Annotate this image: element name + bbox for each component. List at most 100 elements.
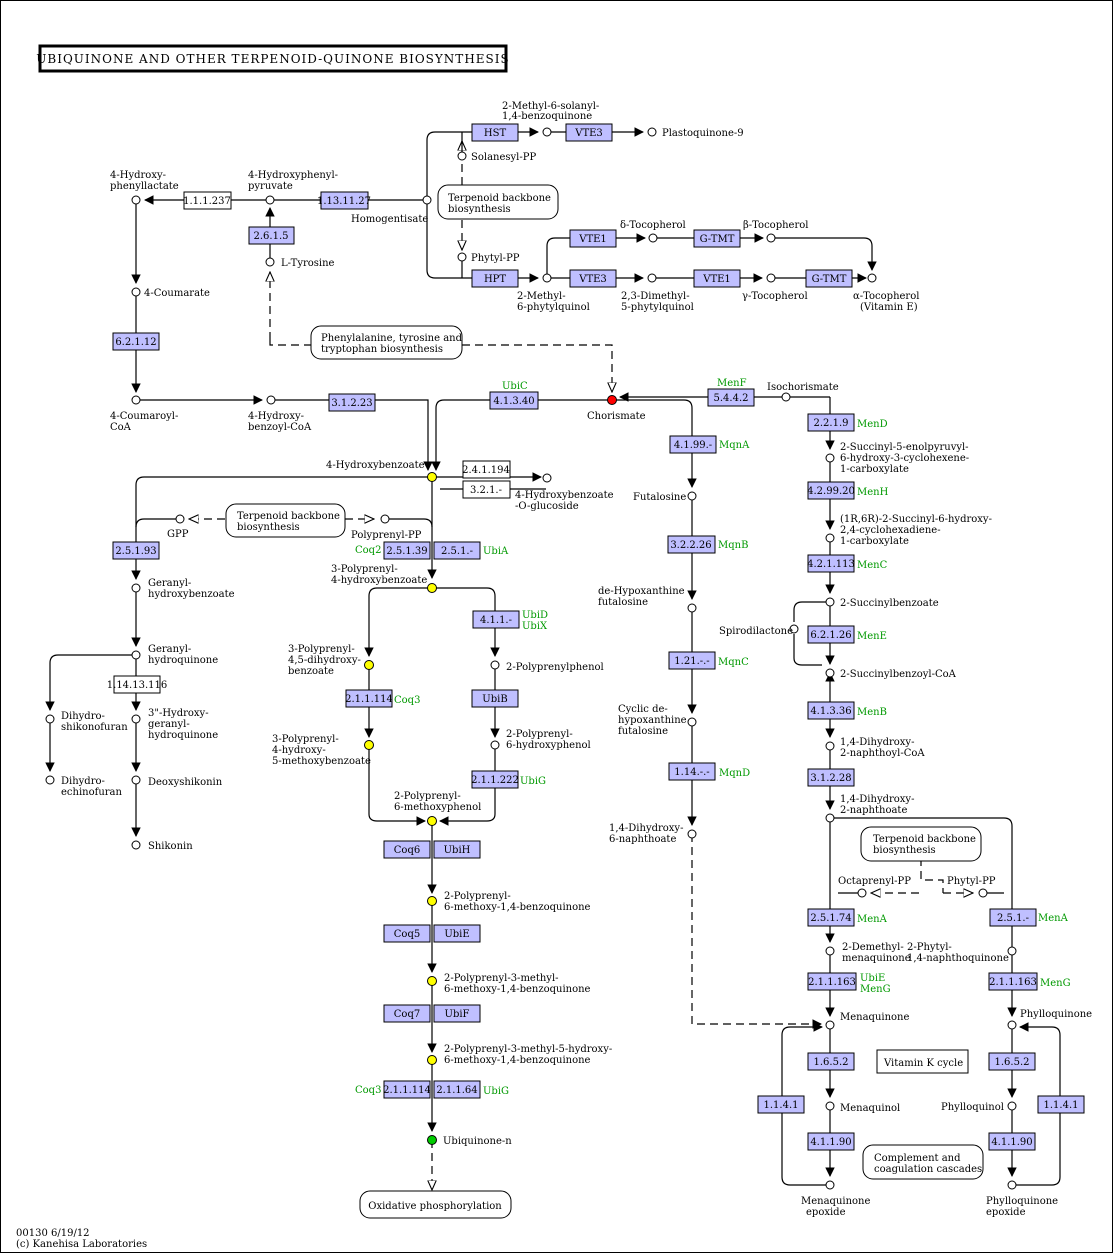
node-chorismate[interactable] [607, 395, 617, 405]
enzyme-5-4-4-2[interactable]: 5.4.4.2 [707, 388, 755, 407]
node-geranyl-hydroxybenzoate[interactable] [131, 583, 141, 593]
enzyme-hpt[interactable]: HPT [471, 269, 519, 288]
enzyme-4-1-1[interactable]: 4.1.1.- [472, 610, 520, 629]
node-dhna-coa[interactable] [825, 741, 835, 751]
enzyme-1-6-5-2-b[interactable]: 1.6.5.2 [988, 1052, 1036, 1071]
node-succinylbenzoate[interactable] [825, 597, 835, 607]
node-polyprenylphenol[interactable] [490, 660, 500, 670]
enzyme-2-1-1-163-a[interactable]: 2.1.1.163 [807, 972, 857, 991]
enzyme-3-2-2-26[interactable]: 3.2.2.26 [667, 535, 716, 554]
node-beta-tocopherol[interactable] [766, 233, 776, 243]
node-dimethyl-phytylquinol[interactable] [647, 273, 657, 283]
node-shikonin[interactable] [131, 840, 141, 850]
enzyme-1-1-1-237[interactable]: 1.1.1.237 [183, 191, 232, 210]
node-geranyl-hydroquinone[interactable] [131, 650, 141, 660]
enzyme-3-1-2-28[interactable]: 3.1.2.28 [807, 768, 855, 787]
enzyme-4-1-3-36[interactable]: 4.1.3.36 [807, 701, 855, 720]
enzyme-vte1-bottom[interactable]: VTE1 [693, 269, 741, 288]
enzyme-4-1-1-90-b[interactable]: 4.1.1.90 [988, 1132, 1036, 1151]
enzyme-1-1-4-1-b[interactable]: 1.1.4.1 [1037, 1095, 1085, 1114]
node-deoxyshikonin[interactable] [131, 775, 141, 785]
enzyme-2-6-1-5[interactable]: 2.6.1.5 [248, 226, 295, 245]
enzyme-1-14[interactable]: 1.14.-.- [668, 762, 716, 781]
enzyme-ubie[interactable]: UbiE [433, 924, 481, 943]
node-homogentisate[interactable] [422, 195, 432, 205]
enzyme-ubih[interactable]: UbiH [433, 840, 481, 859]
node-methyl-phytylquinol[interactable] [542, 273, 552, 283]
enzyme-2-2-1-9[interactable]: 2.2.1.9 [807, 413, 855, 432]
enzyme-4-2-1-113[interactable]: 4.2.1.113 [807, 554, 855, 573]
enzyme-1-6-5-2-a[interactable]: 1.6.5.2 [807, 1052, 855, 1071]
enzyme-6-2-1-26[interactable]: 6.2.1.26 [807, 625, 855, 644]
node-l-tyrosine[interactable] [265, 257, 275, 267]
enzyme-4-1-1-90-a[interactable]: 4.1.1.90 [807, 1132, 855, 1151]
node-hydroxybenzoate-glucoside[interactable] [542, 473, 552, 483]
enzyme-ubif[interactable]: UbiF [433, 1004, 481, 1023]
enzyme-2-1-1-222[interactable]: 2.1.1.222 [471, 770, 519, 789]
enzyme-g-tmt-top[interactable]: G-TMT [693, 229, 741, 248]
node-phylloquinone-epoxide[interactable] [1007, 1180, 1017, 1190]
enzyme-6-2-1-12[interactable]: 6.2.1.12 [112, 332, 160, 351]
node-gpp[interactable] [175, 514, 185, 524]
node-hydroxyphenyllactate[interactable] [131, 195, 141, 205]
node-phytyl-naphthoquinone[interactable] [1007, 946, 1017, 956]
node-shchc[interactable] [825, 533, 835, 543]
node-alpha-tocopherol[interactable] [867, 273, 877, 283]
node-ubiquinone-n[interactable] [427, 1135, 437, 1145]
enzyme-vte3-bottom[interactable]: VTE3 [569, 269, 617, 288]
node-methylsolanyl-benzoquinone[interactable] [542, 127, 552, 137]
node-4-hydroxybenzoate[interactable] [427, 472, 437, 482]
node-cyclic-dehypoxanthine-futalosine[interactable] [687, 717, 697, 727]
node-futalosine[interactable] [687, 491, 697, 501]
node-hydroxybenzoyl-coa[interactable] [266, 395, 276, 405]
enzyme-1-13-11-27[interactable]: 1.13.11.27 [317, 191, 371, 210]
node-delta-tocopherol[interactable] [648, 233, 658, 243]
node-dihydroechinofuran[interactable] [45, 775, 55, 785]
node-phytyl-pp[interactable] [457, 252, 467, 262]
map-oxidative-phosphorylation[interactable]: Oxidative phosphorylation [359, 1190, 512, 1219]
map-terpenoid-backbone-top[interactable]: Terpenoid backbone biosynthesis [437, 184, 559, 220]
enzyme-2-5-1-39[interactable]: 2.5.1.39 [383, 541, 431, 560]
enzyme-coq6[interactable]: Coq6 [383, 840, 431, 859]
enzyme-2-1-1-64[interactable]: 2.1.1.64 [433, 1080, 481, 1099]
node-sephchc[interactable] [825, 453, 835, 463]
enzyme-4-2-99-20[interactable]: 4.2.99.20 [807, 481, 855, 500]
node-polyprenyl-dihydroxybenzoate[interactable] [364, 660, 374, 670]
node-polyprenyl-hydroxybenzoate[interactable] [427, 583, 437, 593]
map-phe-tyr-trp-biosynthesis[interactable]: Phenylalanine, tyrosine and tryptophan b… [310, 325, 463, 360]
enzyme-2-1-1-163-b[interactable]: 2.1.1.163 [988, 972, 1038, 991]
map-terpenoid-backbone-right[interactable]: Terpenoid backbone biosynthesis [860, 826, 982, 862]
node-hydroxy-geranyl-hydroquinone[interactable] [131, 714, 141, 724]
node-phylloquinol[interactable] [1007, 1101, 1017, 1111]
node-isochorismate[interactable] [781, 392, 791, 402]
node-hydroxy-methoxybenzoate[interactable] [364, 740, 374, 750]
enzyme-coq7[interactable]: Coq7 [383, 1004, 431, 1023]
enzyme-2-5-1-b[interactable]: 2.5.1.- [989, 908, 1037, 927]
enzyme-4-1-3-40[interactable]: 4.1.3.40 [489, 391, 539, 410]
node-hydroxyphenylpyruvate[interactable] [265, 195, 275, 205]
map-complement-coagulation[interactable]: Complement and coagulation cascades [862, 1144, 984, 1180]
node-gamma-tocopherol[interactable] [766, 273, 776, 283]
node-menaquinone[interactable] [825, 1020, 835, 1030]
map-vitamin-k-cycle[interactable]: Vitamin K cycle [876, 1049, 969, 1074]
node-solanesyl-pp[interactable] [457, 151, 467, 161]
enzyme-2-5-1-93[interactable]: 2.5.1.93 [112, 541, 160, 560]
node-4-coumarate[interactable] [131, 287, 141, 297]
enzyme-1-21[interactable]: 1.21.-.- [668, 651, 716, 670]
enzyme-vte1-top[interactable]: VTE1 [569, 229, 617, 248]
enzyme-2-5-1-74[interactable]: 2.5.1.74 [807, 908, 855, 927]
node-demethylmenaquinone[interactable] [825, 946, 835, 956]
node-menaquinone-epoxide[interactable] [825, 1180, 835, 1190]
node-methyl-methoxy-benzoquinone[interactable] [427, 976, 437, 986]
node-dihydroxy-6-naphthoate[interactable] [687, 829, 697, 839]
node-octaprenyl-pp[interactable] [857, 888, 867, 898]
node-methoxy-benzoquinone[interactable] [427, 896, 437, 906]
node-dihydroshikonofuran[interactable] [45, 714, 55, 724]
enzyme-g-tmt-bottom[interactable]: G-TMT [805, 269, 853, 288]
node-spirodilactone[interactable] [789, 624, 799, 634]
node-dehypoxanthine-futalosine[interactable] [687, 603, 697, 613]
node-hydroxyphenol[interactable] [490, 740, 500, 750]
node-phytyl-pp-2[interactable] [978, 888, 988, 898]
enzyme-2-1-1-114-a[interactable]: 2.1.1.114 [345, 689, 393, 708]
map-terpenoid-backbone-mid[interactable]: Terpenoid backbone biosynthesis [225, 503, 346, 538]
